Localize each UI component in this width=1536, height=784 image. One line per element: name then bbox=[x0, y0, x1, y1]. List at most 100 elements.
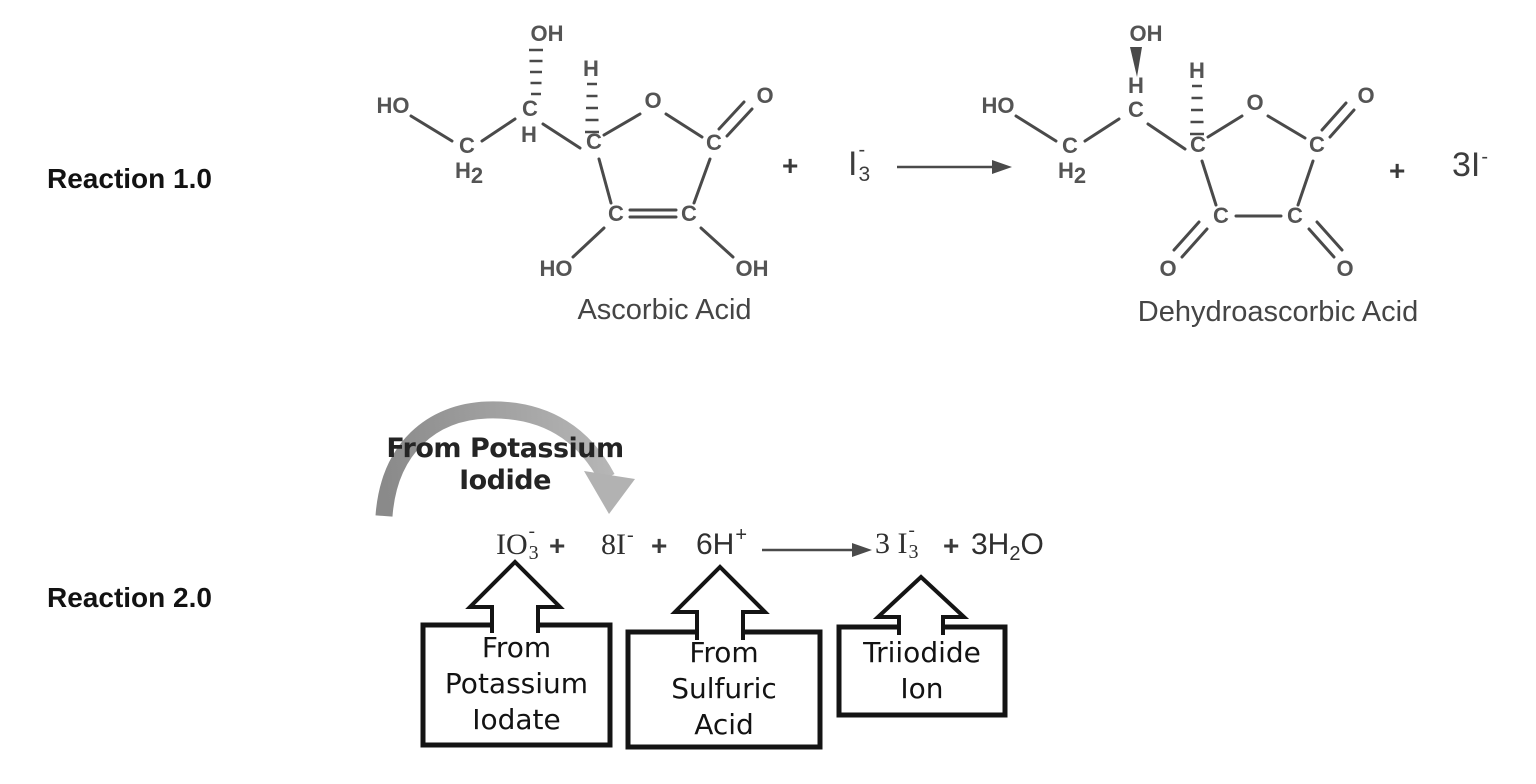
eq2-plus-2: + bbox=[651, 530, 668, 561]
sub-sup-stack: -3 bbox=[528, 522, 541, 563]
atom-c2: C bbox=[522, 96, 538, 121]
bond bbox=[692, 157, 712, 205]
hash-bond bbox=[1190, 84, 1204, 136]
atom-c6: C bbox=[681, 201, 697, 226]
atom-c4: C bbox=[706, 130, 722, 155]
box-line: From bbox=[689, 636, 759, 669]
atom-ring-o: O bbox=[644, 88, 661, 113]
atom-oh-bottom: OH bbox=[736, 256, 769, 281]
bond bbox=[1266, 114, 1307, 140]
bond bbox=[1206, 114, 1244, 139]
double-bond bbox=[717, 100, 746, 131]
ascorbic-acid-name: Ascorbic Acid bbox=[577, 294, 752, 326]
bond bbox=[480, 117, 517, 143]
box-line: Triiodide bbox=[863, 636, 981, 669]
eq2-iodate: IO-3 bbox=[496, 522, 541, 563]
iodide-base: 8I bbox=[601, 528, 626, 561]
atom-c3-h: H bbox=[583, 56, 599, 81]
arc-arrow bbox=[375, 401, 635, 517]
wedge-bond bbox=[1130, 47, 1142, 77]
atom-c2-h: H bbox=[521, 122, 537, 147]
bond bbox=[602, 112, 642, 137]
bond bbox=[1014, 114, 1058, 143]
atom-c2-oh: OH bbox=[1130, 21, 1163, 46]
arc-label-line1: From Potassium bbox=[386, 433, 624, 464]
triiodide-base: I bbox=[848, 145, 858, 183]
bond bbox=[597, 157, 613, 205]
bond bbox=[664, 112, 704, 139]
atom-c1: C bbox=[459, 133, 475, 158]
sub-sup-stack: -3 bbox=[908, 521, 921, 562]
atom-c3: C bbox=[586, 129, 602, 154]
water-base: 3H bbox=[971, 528, 1010, 561]
double-bond bbox=[1328, 108, 1356, 139]
box-text-sulfuric-acid: From Sulfuric Acid bbox=[628, 635, 820, 743]
atom-c5: C bbox=[1213, 203, 1229, 228]
block-up-arrow bbox=[670, 564, 770, 640]
iodide-sup: - bbox=[627, 524, 634, 546]
atom-c3: C bbox=[1190, 132, 1206, 157]
atom-carbonyl-o: O bbox=[1357, 83, 1374, 108]
r1-plus-left: + bbox=[782, 150, 799, 181]
eq2-plus-3: + bbox=[943, 530, 960, 561]
r1-iodide-product: 3I- bbox=[1452, 146, 1489, 184]
atom-ring-o: O bbox=[1246, 90, 1263, 115]
triiodide-sup: - bbox=[858, 139, 866, 161]
double-bond bbox=[1315, 220, 1344, 252]
r1-plus-right: + bbox=[1389, 155, 1406, 186]
eq2-triiodide: 3 I-3 bbox=[875, 521, 921, 562]
box-line: Ion bbox=[900, 672, 944, 705]
reaction2-label: Reaction 2.0 bbox=[47, 582, 212, 613]
box-text-triiodide-ion: Triiodide Ion bbox=[839, 635, 1005, 707]
double-bond bbox=[1320, 101, 1348, 132]
water-sub: 2 bbox=[1009, 543, 1021, 565]
box-line: From bbox=[481, 631, 552, 664]
atom-o-bottom-right: O bbox=[1336, 256, 1353, 281]
box-line: Acid bbox=[694, 708, 754, 741]
triiodide-base: 3 I bbox=[875, 527, 908, 560]
double-bond bbox=[725, 107, 754, 138]
dehydroascorbic-acid-name: Dehydroascorbic Acid bbox=[1137, 296, 1419, 328]
atom-carbonyl-o: O bbox=[756, 83, 773, 108]
atom-o-bottom-left: O bbox=[1159, 256, 1176, 281]
sub-sup-stack: -3 bbox=[857, 140, 870, 185]
hydrogen-base: 6H bbox=[696, 528, 735, 561]
atom-c2: C bbox=[1128, 97, 1144, 122]
atom-c6: C bbox=[1287, 203, 1303, 228]
eq2-iodide: 8I- bbox=[601, 525, 634, 561]
hash-bond bbox=[529, 48, 543, 96]
iodide-base: 3I bbox=[1452, 146, 1481, 184]
box-line: Iodate bbox=[472, 703, 561, 736]
box-text-potassium-iodate: From Potassium Iodate bbox=[423, 630, 610, 738]
bond bbox=[571, 226, 606, 259]
atom-ho-tail: HO bbox=[377, 93, 410, 118]
bond bbox=[699, 226, 735, 259]
bond bbox=[1200, 159, 1218, 207]
box-line: Sulfuric bbox=[671, 672, 777, 705]
hash-bond bbox=[585, 82, 599, 134]
box-from-potassium-iodate bbox=[420, 622, 613, 748]
arrowhead bbox=[992, 160, 1012, 174]
arrowhead bbox=[852, 543, 872, 557]
bond bbox=[1296, 159, 1315, 207]
block-up-arrow bbox=[872, 574, 970, 635]
reaction1-arrow bbox=[897, 160, 1012, 174]
reaction2-arrow bbox=[762, 543, 872, 557]
triiodide-sup: - bbox=[908, 520, 915, 541]
box-triiodide-ion bbox=[836, 624, 1008, 718]
atom-c4: C bbox=[1309, 132, 1325, 157]
reaction1-label: Reaction 1.0 bbox=[47, 163, 212, 194]
atom-c1-h-sub: 2 bbox=[1074, 163, 1086, 188]
r1-triiodide: I-3 bbox=[848, 140, 870, 185]
callout-boxes bbox=[420, 559, 1008, 750]
iodate-base: IO bbox=[496, 528, 528, 561]
double-bond bbox=[1307, 227, 1336, 259]
arc-label-line2: Iodide bbox=[459, 465, 551, 496]
iodide-sup: - bbox=[1481, 146, 1489, 168]
atom-ho-tail: HO bbox=[982, 93, 1015, 118]
